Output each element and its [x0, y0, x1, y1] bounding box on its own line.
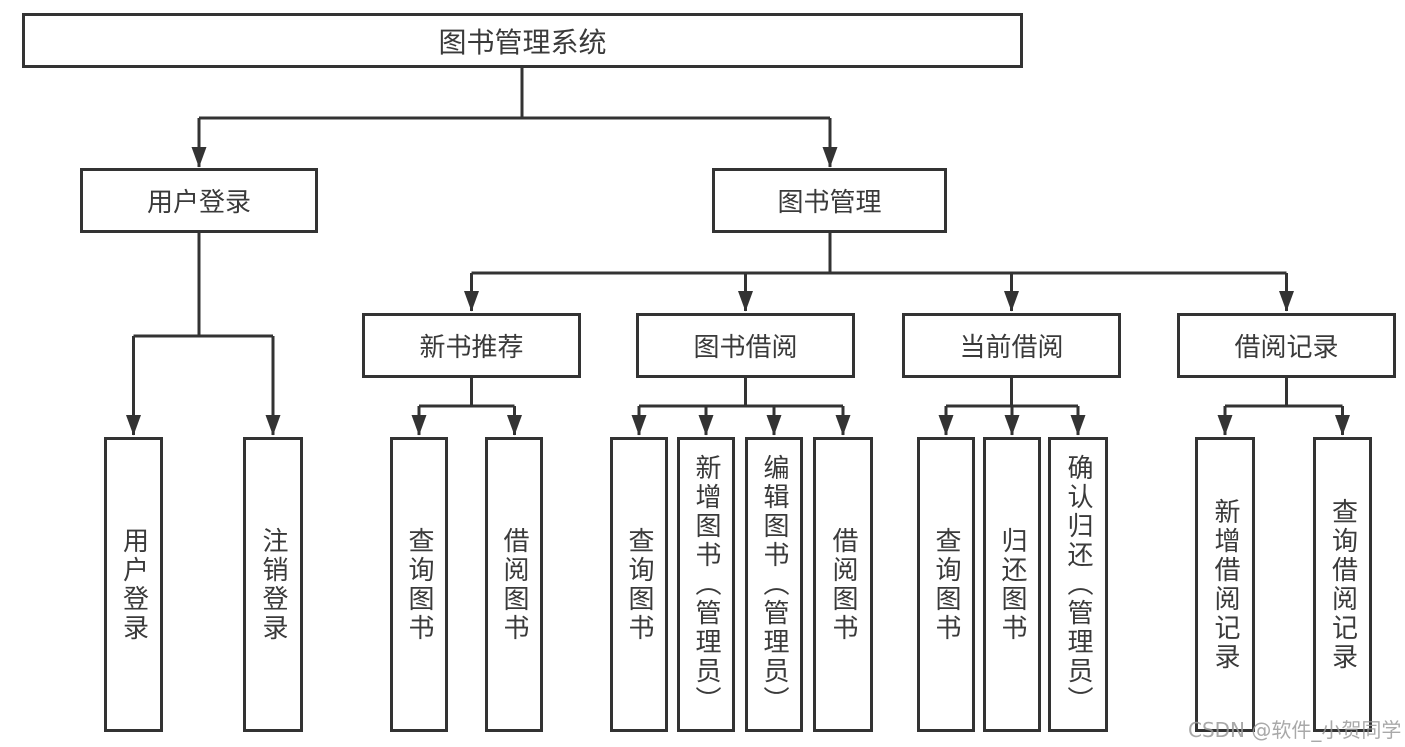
- watermark-text: CSDN @软件_小贺同学: [1188, 718, 1402, 742]
- leaf-return-books: 归还图书: [983, 437, 1041, 732]
- node-current-borrowing: 当前借阅: [902, 313, 1121, 378]
- leaf-borrow-books-2: 借阅图书: [813, 437, 873, 732]
- node-book-management: 图书管理: [712, 168, 947, 233]
- leaf-add-books-admin-label: 新增图书（管理员）: [691, 454, 721, 715]
- leaf-query-books-2: 查询图书: [610, 437, 668, 732]
- leaf-edit-books-admin: 编辑图书（管理员）: [745, 437, 803, 732]
- leaf-logout-login: 注销登录: [243, 437, 303, 732]
- connector-skeleton: [133, 66, 1343, 408]
- leaf-confirm-return-admin: 确认归还（管理员）: [1048, 437, 1108, 732]
- leaf-borrow-books-1: 借阅图书: [485, 437, 543, 732]
- leaf-add-books-admin: 新增图书（管理员）: [677, 437, 735, 732]
- leaf-query-books-3-label: 查询图书: [931, 526, 961, 643]
- leaf-query-books-3: 查询图书: [917, 437, 975, 732]
- node-new-book-recommend: 新书推荐: [362, 313, 581, 378]
- leaf-borrow-books-1-label: 借阅图书: [499, 526, 529, 643]
- leaf-return-books-label: 归还图书: [997, 526, 1027, 643]
- node-book-borrowing: 图书借阅: [636, 313, 855, 378]
- leaf-borrow-books-2-label: 借阅图书: [828, 526, 858, 643]
- leaf-add-borrow-record-label: 新增借阅记录: [1210, 497, 1240, 672]
- leaf-query-books-1-label: 查询图书: [404, 526, 434, 643]
- leaf-confirm-return-admin-label: 确认归还（管理员）: [1063, 454, 1093, 715]
- leaf-user-login-label: 用户登录: [118, 526, 149, 643]
- leaf-query-books-1: 查询图书: [390, 437, 448, 732]
- node-library-system: 图书管理系统: [22, 13, 1023, 68]
- leaf-user-login: 用户登录: [104, 437, 163, 732]
- leaf-query-borrow-record: 查询借阅记录: [1313, 437, 1372, 732]
- node-user-login: 用户登录: [80, 168, 318, 233]
- leaf-edit-books-admin-label: 编辑图书（管理员）: [759, 454, 789, 715]
- leaf-query-borrow-record-label: 查询借阅记录: [1327, 497, 1358, 672]
- leaf-add-borrow-record: 新增借阅记录: [1195, 437, 1255, 732]
- node-borrowing-records: 借阅记录: [1177, 313, 1396, 378]
- leaf-logout-login-label: 注销登录: [258, 526, 288, 643]
- leaf-query-books-2-label: 查询图书: [624, 526, 654, 643]
